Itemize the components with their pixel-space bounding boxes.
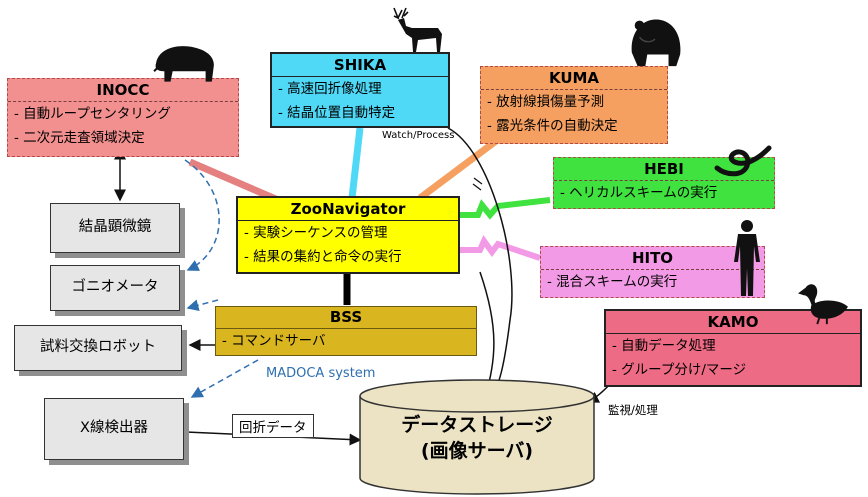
goniometer-device: ゴニオメータ [50, 265, 180, 311]
bss-title: BSS [329, 308, 363, 326]
zoo-storage-arrow [479, 271, 495, 397]
hebi-link [460, 197, 551, 220]
duck-icon [798, 284, 848, 325]
inocc-item-1: - 自動ループセンタリング [14, 106, 171, 122]
zoonavigator-item-2: - 結果の集約と命令の実行 [244, 249, 402, 265]
kuma-item-2: - 露光条件の自動決定 [487, 118, 618, 134]
kamo-item-2: - グループ分け/マージ [612, 362, 747, 378]
bss-item-1: - コマンドサーバ [222, 333, 326, 349]
hebi-module: HEBI - ヘリカルスキームの実行 [553, 157, 775, 209]
inocc-goniometer-dashed [184, 159, 220, 271]
shika-title: SHIKA [333, 56, 387, 74]
kamo-item-1: - 自動データ処理 [612, 338, 716, 354]
bear-icon [631, 19, 681, 67]
shika-link [348, 127, 364, 199]
robot-label: 試料交換ロボット [40, 339, 156, 355]
zoonavigator-item-1: - 実験シーケンスの管理 [244, 225, 388, 241]
boar-icon [153, 46, 214, 82]
kuma-title: KUMA [548, 69, 600, 87]
monitor-process-label: 監視/処理 [608, 403, 658, 417]
microscope-label: 結晶顕微鏡 [78, 219, 152, 235]
robot-device: 試料交換ロボット [14, 325, 182, 371]
kuma-link [417, 135, 503, 201]
hito-module: HITO - 混合スキームの実行 [540, 246, 765, 298]
inocc-link [188, 158, 280, 204]
zoonavigator-title: ZooNavigator [290, 200, 406, 218]
storage-line-2: (画像サーバ) [420, 440, 534, 462]
inocc-module: INOCC - 自動ループセンタリング - 二次元走査領域決定 [7, 78, 239, 157]
storage-line-1: データストレージ [401, 414, 553, 436]
deer-icon [393, 7, 442, 52]
human-icon [734, 220, 760, 296]
shika-item-2: - 結晶位置自動特定 [278, 105, 396, 121]
microscope-device: 結晶顕微鏡 [50, 203, 180, 253]
shika-item-1: - 高速回折像処理 [278, 81, 382, 97]
snake-icon [714, 145, 772, 177]
bss-detector-dashed [190, 359, 259, 398]
hito-link [460, 235, 541, 261]
diffraction-data-label: 回折データ [232, 414, 314, 438]
shika-watch-curve [447, 127, 513, 397]
hebi-item-1: - ヘリカルスキームの実行 [560, 185, 718, 201]
inocc-title: INOCC [96, 81, 150, 99]
bss-goniometer-dashed [186, 299, 219, 312]
hebi-title: HEBI [644, 160, 684, 178]
storage-title: データストレージ (画像サーバ) [362, 412, 592, 464]
watch-process-label: Watch/Process [382, 130, 455, 141]
detector-label: X線検出器 [80, 420, 148, 436]
madoca-label: MADOCA system [266, 366, 376, 381]
detector-device: X線検出器 [44, 398, 184, 460]
zoonavigator-module: ZooNavigator - 実験シーケンスの管理 - 結果の集約と命令の実行 [236, 196, 460, 274]
inocc-item-2: - 二次元走査領域決定 [14, 130, 145, 146]
hito-title: HITO [631, 249, 674, 267]
shika-module: SHIKA - 高速回折像処理 - 結晶位置自動特定 [270, 52, 450, 128]
kamo-title: KAMO [707, 313, 759, 331]
storage-cylinder [359, 379, 595, 495]
hito-item-1: - 混合スキームの実行 [547, 274, 678, 290]
bss-module: BSS - コマンドサーバ [215, 306, 477, 356]
kamo-module: KAMO - 自動データ処理 - グループ分け/マージ [604, 309, 862, 387]
goniometer-label: ゴニオメータ [71, 279, 159, 295]
kuma-module: KUMA - 放射線損傷量予測 - 露光条件の自動決定 [480, 66, 668, 144]
kuma-item-1: - 放射線損傷量予測 [487, 94, 605, 110]
